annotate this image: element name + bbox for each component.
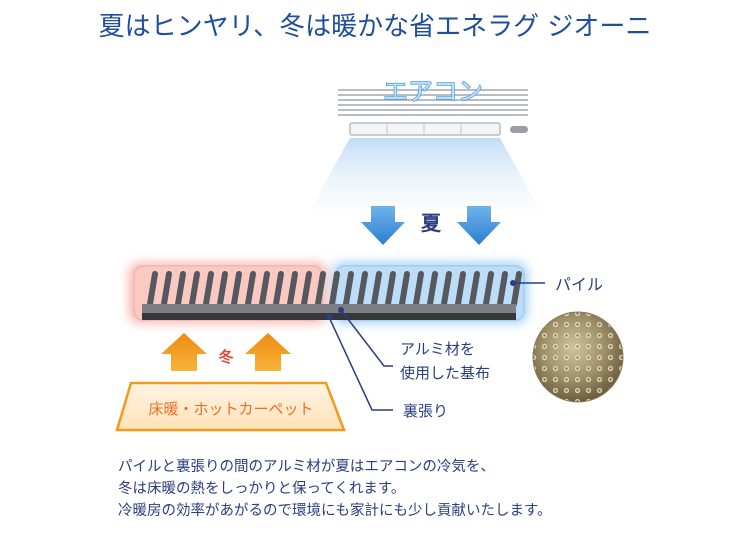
floor-heating-label: 床暖・ホットカーペット xyxy=(148,400,313,418)
air-conditioner: エアコン xyxy=(338,76,528,136)
summer-arrow-left xyxy=(361,206,405,245)
description: パイルと裏張りの間のアルミ材が夏はエアコンの冷気を、 冬は床暖の熱をしっかりと保… xyxy=(118,456,738,522)
pile-fiber xyxy=(441,271,452,307)
pile-fiber xyxy=(147,271,158,307)
winter-arrow-left xyxy=(161,333,207,371)
pile-fiber xyxy=(189,271,200,307)
pile-fiber xyxy=(399,271,410,307)
pile-fiber xyxy=(259,271,270,307)
pile-fiber xyxy=(245,271,256,307)
pile-fiber xyxy=(469,271,480,307)
aircon-louver xyxy=(349,122,501,136)
pile-fiber xyxy=(175,271,186,307)
description-line-1: パイルと裏張りの間のアルミ材が夏はエアコンの冷気を、 xyxy=(118,459,495,475)
pile-fiber xyxy=(203,271,214,307)
pile-fiber xyxy=(161,271,172,307)
aluminum-label-line2: 使用した基布 xyxy=(400,364,490,382)
page-title: 夏はヒンヤリ、冬は暖かな省エネラグ ジオーニ xyxy=(98,12,652,42)
pile-fiber xyxy=(413,271,424,307)
pile-label: パイル xyxy=(555,275,603,294)
pile-fibers xyxy=(147,271,522,307)
cool-air-beam xyxy=(310,138,540,210)
pile-fiber xyxy=(231,271,242,307)
winter-label: 冬 xyxy=(218,348,233,366)
backing-leader-line xyxy=(328,316,393,411)
pile-fiber xyxy=(511,271,522,307)
aluminum-base-fabric xyxy=(142,304,516,313)
aluminum-label-line1: アルミ材を xyxy=(400,340,475,358)
pile-fiber xyxy=(385,271,396,307)
floor-heating-panel xyxy=(115,381,346,432)
pile-fiber xyxy=(343,271,354,307)
aircon-vent-lines xyxy=(338,89,528,116)
description-line-2: 冬は床暖の熱をしっかりと保ってくれます。 xyxy=(118,481,406,497)
pile-fiber xyxy=(357,271,368,307)
pile-fiber xyxy=(455,271,466,307)
summer-arrow-right xyxy=(457,206,501,245)
pile-fiber xyxy=(315,271,326,307)
backing-label: 裏張り xyxy=(403,402,448,420)
fabric-texture-photo xyxy=(532,311,624,403)
aircon-indicator xyxy=(510,126,528,133)
pile-fiber xyxy=(371,271,382,307)
summer-label: 夏 xyxy=(421,211,442,235)
pile-fiber xyxy=(497,271,508,307)
description-line-3: 冷暖房の効率があがるので環境にも家計にも少し貢献いたします。 xyxy=(118,503,552,519)
aircon-label: エアコン xyxy=(383,77,483,106)
pile-fiber xyxy=(483,271,494,307)
winter-arrow-right xyxy=(245,333,291,371)
aluminum-leader-line xyxy=(340,309,393,367)
pile-fiber xyxy=(273,271,284,307)
pile-fiber xyxy=(287,271,298,307)
pile-fiber xyxy=(427,271,438,307)
pile-fiber xyxy=(329,271,340,307)
pile-fiber xyxy=(301,271,312,307)
pile-fiber xyxy=(217,271,228,307)
